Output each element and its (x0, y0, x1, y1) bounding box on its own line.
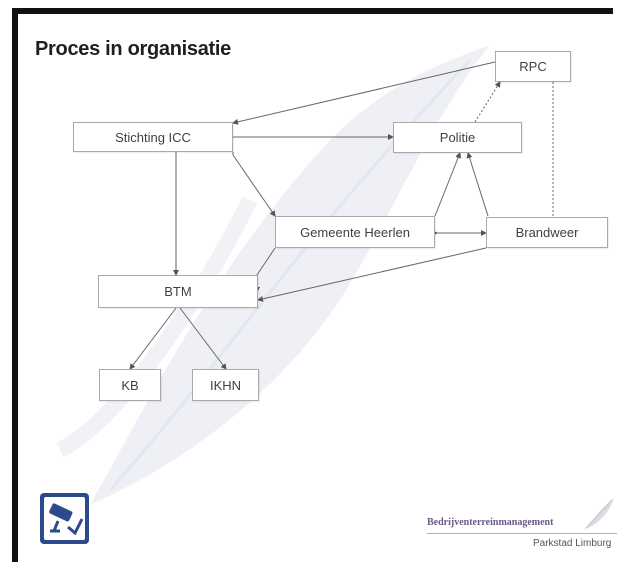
node-gemeente-heerlen: Gemeente Heerlen (275, 216, 435, 248)
edge-btm-kb (129, 307, 177, 370)
edge-gemeente-politie (434, 152, 461, 217)
edge-btm-ikhn (179, 307, 227, 370)
node-btm: BTM (98, 275, 258, 308)
node-kb: KB (99, 369, 161, 401)
edge-brandweer-politie (466, 152, 489, 217)
camera-logo (40, 493, 89, 544)
edge-icc-gemeente (232, 152, 276, 217)
security-camera-icon (49, 503, 84, 536)
node-ikhn: IKHN (192, 369, 259, 401)
edge-brandweer-btm (257, 247, 487, 302)
brand-name: Bedrijventerreinmanagement (427, 517, 554, 528)
edge-gemeente-btm (254, 247, 276, 293)
node-rpc: RPC (495, 51, 571, 82)
brand-divider (427, 533, 617, 534)
slide-title: Proces in organisatie (35, 38, 231, 60)
node-brandweer: Brandweer (486, 217, 608, 248)
feather-brand-icon (584, 498, 614, 530)
edge-rpc-icc (232, 61, 496, 125)
brand-region: Parkstad Limburg (533, 538, 612, 549)
edge-politie-rpc (474, 81, 501, 123)
node-stichting-icc: Stichting ICC (73, 122, 233, 152)
node-politie: Politie (393, 122, 522, 153)
